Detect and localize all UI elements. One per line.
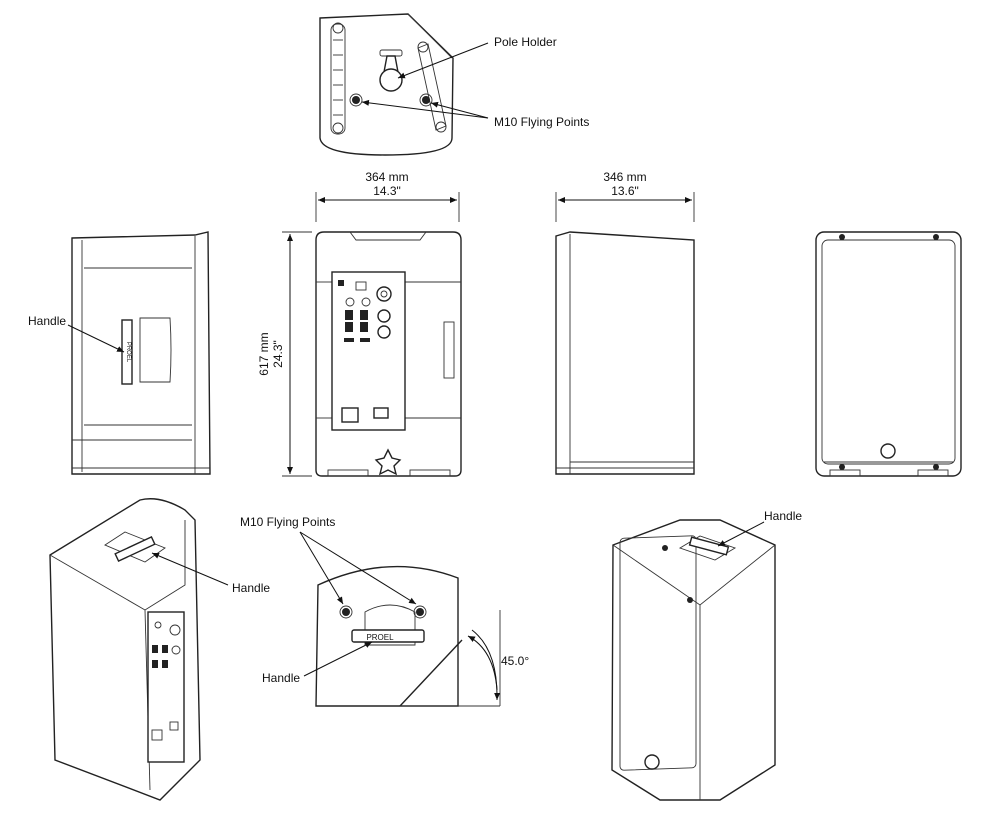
front-view (815, 231, 962, 477)
brand-mark-side: PROEL (125, 342, 131, 363)
flying-point-icon (352, 96, 360, 104)
width-dimension: 364 mm 14.3" (315, 170, 460, 222)
detail-view: PROEL 45.0° M10 Flying Points Handle (240, 515, 529, 707)
pole-holder-icon (379, 49, 403, 92)
rear-view (315, 231, 462, 477)
height-dimension: 617 mm 24.3" (257, 231, 312, 477)
handle-label-iso-right: Handle (764, 509, 802, 523)
left-rail-slots (333, 39, 343, 116)
left-side-view: PROEL Handle (28, 231, 211, 475)
flying-point-icon (422, 96, 430, 104)
handle-label-detail: Handle (262, 671, 300, 685)
m10-flying-points-detail-label: M10 Flying Points (240, 515, 335, 529)
top-view: Pole Holder M10 Flying Points (319, 13, 589, 156)
depth-mm-label: 346 mm (603, 170, 646, 184)
width-in-label: 14.3" (373, 184, 401, 198)
handle-label-side: Handle (28, 314, 66, 328)
brand-mark-detail: PROEL (366, 633, 394, 642)
height-mm-label: 617 mm (257, 332, 271, 375)
handle-plate-icon (114, 535, 156, 563)
right-side-view (555, 231, 695, 475)
m10-flying-points-label: M10 Flying Points (494, 115, 589, 129)
logo-badge-icon (644, 754, 660, 770)
width-mm-label: 364 mm (365, 170, 408, 184)
right-isometric-view: Handle (611, 509, 802, 801)
handle-plate-icon (351, 629, 425, 643)
angle-label: 45.0° (501, 654, 529, 668)
amplifier-panel (331, 271, 406, 431)
handle-label-iso-left: Handle (232, 581, 270, 595)
depth-dimension: 346 mm 13.6" (555, 170, 695, 222)
depth-in-label: 13.6" (611, 184, 639, 198)
logo-badge-icon (880, 443, 896, 459)
left-isometric-view: Handle (49, 498, 270, 801)
height-in-label: 24.3" (271, 340, 285, 368)
handle-plate-icon (121, 319, 133, 385)
handle-plate-icon (688, 536, 730, 556)
pole-holder-label: Pole Holder (494, 35, 557, 49)
